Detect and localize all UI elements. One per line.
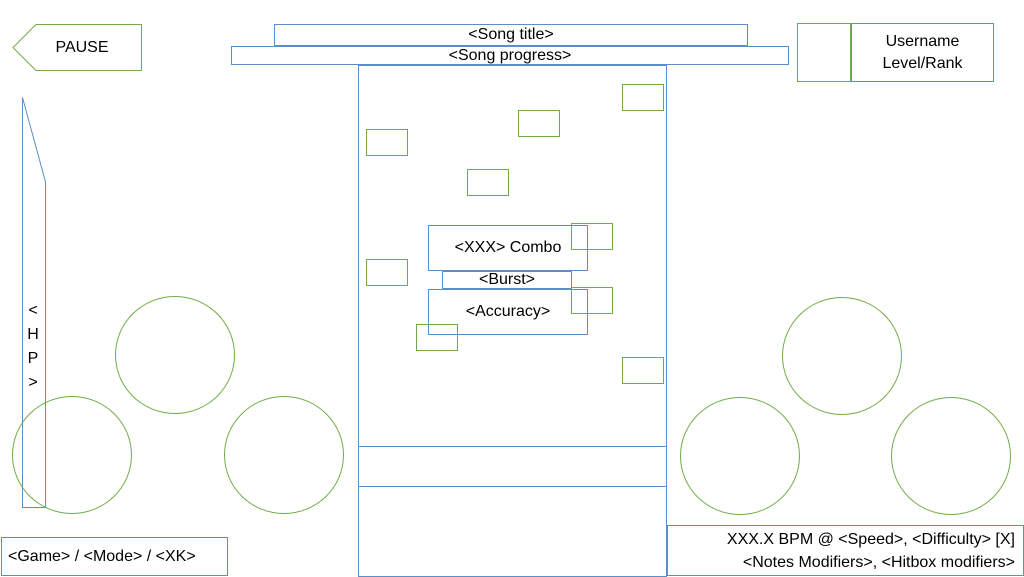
song-title: <Song title> <box>274 24 748 46</box>
touch-button-right-top[interactable] <box>782 297 902 415</box>
touch-button-left-top[interactable] <box>115 296 235 414</box>
note <box>571 287 613 314</box>
hp-label-char: < <box>28 302 38 319</box>
touch-button-left-inner[interactable] <box>224 396 344 514</box>
hp-label-char: > <box>28 374 38 391</box>
note <box>622 357 664 384</box>
combo-counter: <XXX> Combo <box>428 225 588 271</box>
pause-button-outline <box>12 24 142 71</box>
note <box>416 324 458 351</box>
burst-indicator: <Burst> <box>442 271 572 289</box>
level-rank: Level/Rank <box>882 54 963 72</box>
note <box>571 223 613 250</box>
game-mode-info: <Game> / <Mode> / <XK> <box>1 537 228 576</box>
hp-label: < H P > <box>22 299 44 395</box>
pause-button[interactable]: PAUSE <box>12 24 142 71</box>
song-info-panel: XXX.X BPM @ <Speed>, <Difficulty> [X] <N… <box>667 525 1024 576</box>
hp-label-char: P <box>27 350 39 367</box>
song-progress-bar: <Song progress> <box>231 46 789 65</box>
avatar <box>797 23 851 82</box>
touch-button-left-outer[interactable] <box>12 396 132 514</box>
pause-label: PAUSE <box>55 38 109 56</box>
note <box>366 259 408 286</box>
bpm-speed-difficulty: XXX.X BPM @ <Speed>, <Difficulty> [X] <box>726 530 1015 548</box>
note <box>622 84 664 111</box>
touch-button-right-outer[interactable] <box>891 397 1011 515</box>
username: Username <box>885 32 960 50</box>
note <box>518 110 560 137</box>
hp-label-char: H <box>27 326 39 343</box>
note <box>467 169 509 196</box>
accuracy-display: <Accuracy> <box>428 289 588 335</box>
touch-button-right-inner[interactable] <box>680 397 800 515</box>
user-info-panel: Username Level/Rank <box>851 23 994 82</box>
modifiers: <Notes Modifiers>, <Hitbox modifiers> <box>742 553 1015 571</box>
judgement-line <box>358 446 667 487</box>
note <box>366 129 408 156</box>
